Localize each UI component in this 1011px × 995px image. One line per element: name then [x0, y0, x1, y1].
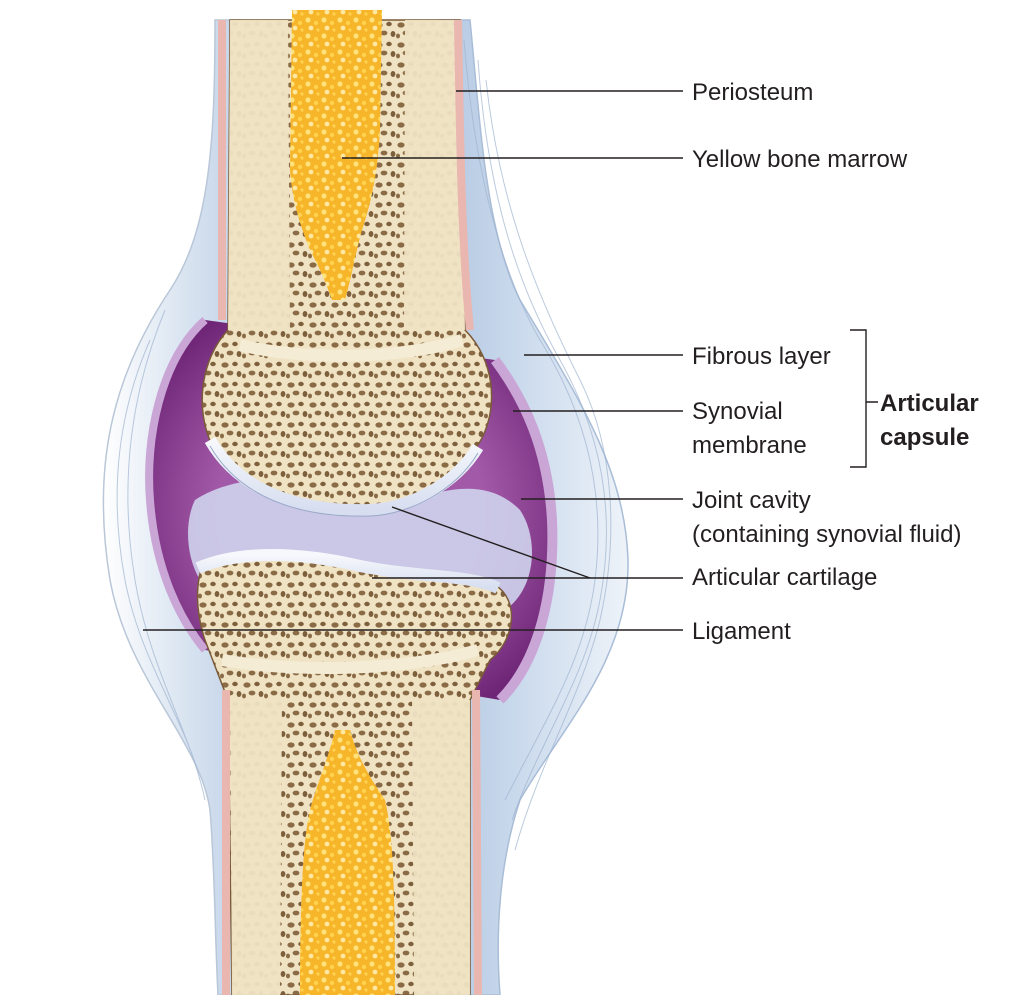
epiphyseal-line-lower: [220, 644, 480, 675]
upper-compact-right: [404, 20, 465, 330]
label-fibrous-layer: Fibrous layer: [692, 343, 831, 370]
label-joint-cavity-line1: Joint cavity: [692, 487, 811, 514]
lower-compact-left: [230, 700, 282, 995]
label-ligament: Ligament: [692, 618, 791, 645]
periosteum-lower-right: [472, 689, 482, 995]
label-articular-capsule-line2: capsule: [880, 424, 969, 451]
label-synovial-membrane-line2: membrane: [692, 432, 807, 459]
articular-cartilage-upper: [204, 436, 484, 517]
label-synovial-membrane-line1: Synovial: [692, 398, 783, 425]
leader-cartilage-upper: [391, 506, 591, 579]
label-joint-cavity-line2: (containing synovial fluid): [692, 521, 961, 548]
upper-cartilage-edge: [209, 445, 479, 517]
lower-compact-right: [412, 700, 470, 995]
periosteum-upper-right: [454, 19, 474, 331]
label-yellow-marrow: Yellow bone marrow: [692, 146, 908, 173]
articular-capsule-bracket: [850, 329, 878, 468]
synovial-membrane-left: [145, 317, 209, 653]
epiphyseal-line-upper: [238, 334, 464, 362]
label-articular-capsule-line1: Articular: [880, 390, 979, 417]
yellow-marrow-upper: [290, 10, 382, 300]
upper-compact-left: [228, 20, 290, 330]
synovial-membrane: [490, 357, 558, 704]
articular-cartilage-lower: [195, 549, 501, 594]
leader-lines: [143, 90, 878, 631]
label-articular-cartilage: Articular cartilage: [692, 564, 877, 591]
label-periosteum: Periosteum: [692, 79, 813, 106]
fibrous-streaks: [116, 39, 612, 851]
yellow-marrow-lower: [300, 730, 395, 995]
